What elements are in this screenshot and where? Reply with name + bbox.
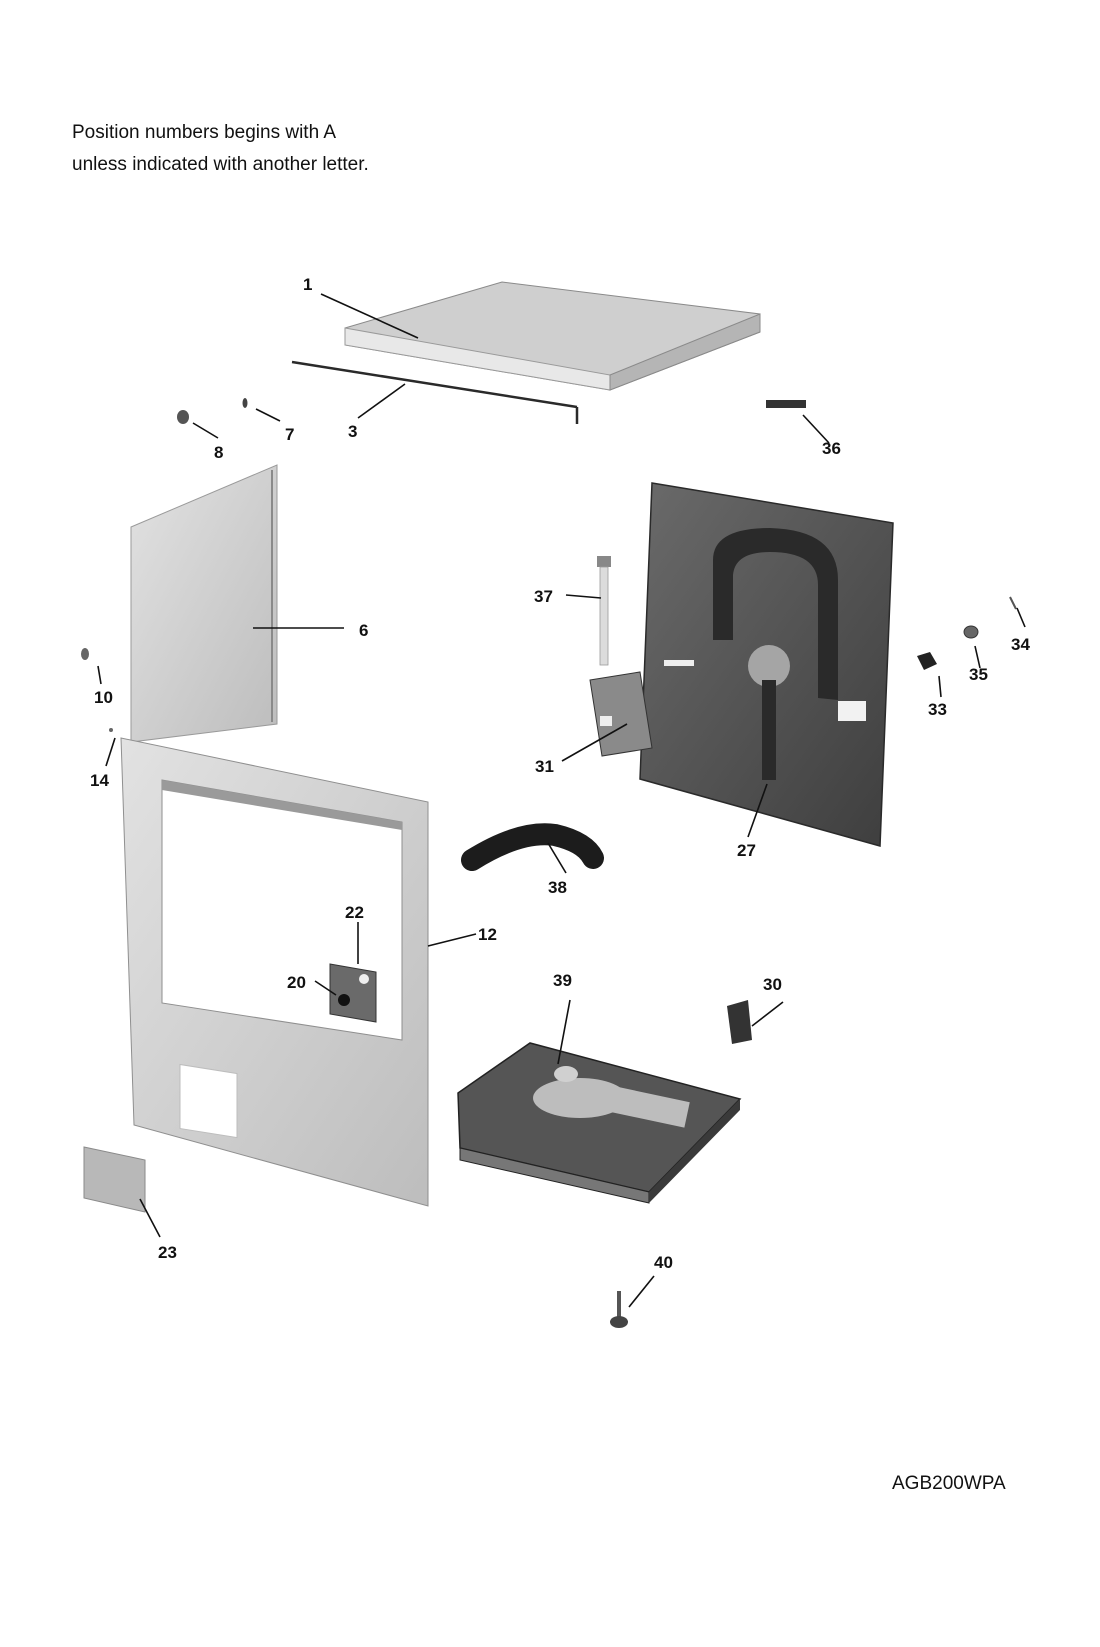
callout-33: 33 [928,700,947,719]
callout-37: 37 [534,587,553,606]
callout-20: 20 [287,973,306,992]
model-number: AGB200WPA [892,1473,1006,1494]
front-panel-part [120,737,429,1207]
callout-36: 36 [822,439,841,458]
latch-bracket-part [329,963,377,1023]
clip-part-14 [109,728,113,732]
screw-part-34 [1009,596,1017,610]
foot-part-40 [610,1291,628,1328]
bracket-part-36 [766,400,806,408]
side-panel-part [130,464,278,743]
top-cover-part [344,281,761,391]
screw-part-8 [177,410,189,424]
callout-1: 1 [303,275,312,294]
base-plate-part [457,1042,742,1204]
callout-27: 27 [737,841,756,860]
callout-10: 10 [94,688,113,707]
note-line-1: Position numbers begins with A [72,122,337,143]
screw-part-7 [242,398,248,408]
callout-14: 14 [90,771,109,790]
note-line-2: unless indicated with another letter. [72,154,369,175]
small-cover-part-23 [83,1146,146,1213]
leader-lines [97,293,1026,1308]
rear-panel-part [639,482,894,847]
bolt-part-37 [597,556,611,666]
callout-7: 7 [285,425,294,444]
callout-38: 38 [548,878,567,897]
callout-34: 34 [1011,635,1030,654]
washer-part-35 [963,625,979,639]
callout-31: 31 [535,757,554,776]
screw-part-10 [81,648,89,660]
callout-8: 8 [214,443,223,462]
rod-part [291,360,579,424]
clip-part-30 [727,1000,752,1044]
hose-part-38 [461,823,604,871]
callout-3: 3 [348,422,357,441]
callout-23: 23 [158,1243,177,1262]
callout-22: 22 [345,903,364,922]
callout-12: 12 [478,925,497,944]
callout-30: 30 [763,975,782,994]
callout-40: 40 [654,1253,673,1272]
callout-6: 6 [359,621,368,640]
bracket-part-31 [589,671,653,757]
clip-part-33 [917,652,937,670]
callout-35: 35 [969,665,988,684]
callout-39: 39 [553,971,572,990]
